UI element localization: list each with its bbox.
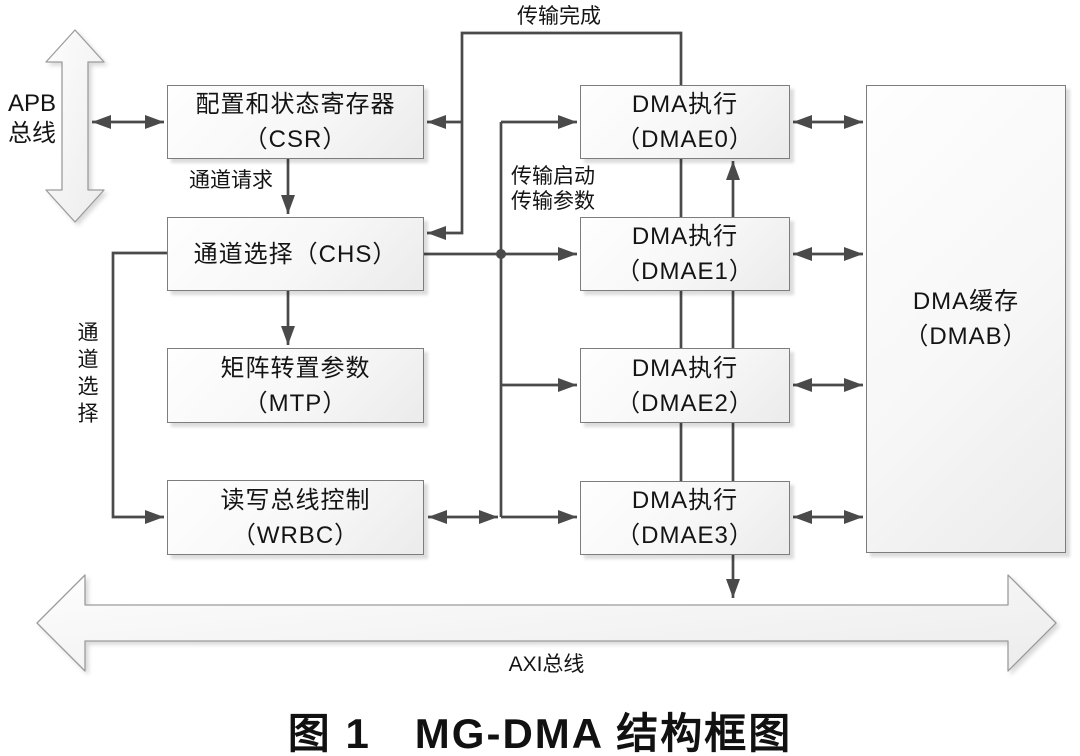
label-channel-select: 通道选择 [75, 321, 98, 429]
apb-bus-arrow [45, 29, 105, 223]
block-wrbc: 读写总线控制 （WRBC） [167, 480, 424, 555]
block-wrbc-line1: 读写总线控制 [220, 486, 371, 514]
label-transfer-start-params: 传输启动 传输参数 [511, 164, 595, 214]
label-transfer-done: 传输完成 [517, 5, 601, 28]
block-mtp: 矩阵转置参数 （MTP） [167, 348, 424, 423]
block-dmae3: DMA执行 （DMAE3） [580, 481, 790, 555]
figure-caption: 图 1 MG-DMA 结构框图 [287, 710, 793, 756]
label-channel-request: 通道请求 [189, 169, 273, 192]
link-dmae-dmab [793, 115, 863, 524]
block-dmae0-line1: DMA执行 [631, 91, 739, 118]
block-dmae3-line2: （DMAE3） [616, 522, 754, 549]
label-axi-bus: AXI总线 [508, 653, 585, 676]
block-dmae1: DMA执行 （DMAE1） [580, 217, 790, 291]
block-dmab-line1: DMA缓存 [912, 288, 1020, 315]
block-dmae2-line2: （DMAE2） [616, 389, 754, 417]
block-dmae0-line2: （DMAE0） [616, 126, 754, 153]
block-chs-line1: 通道选择（CHS） [193, 240, 398, 268]
block-dmae1-line2: （DMAE1） [616, 258, 754, 285]
block-dmae2: DMA执行 （DMAE2） [580, 348, 790, 423]
block-chs: 通道选择（CHS） [167, 217, 424, 291]
block-wrbc-line2: （WRBC） [231, 521, 360, 549]
link-dmae-chain [679, 159, 740, 598]
label-transfer-start: 传输启动 [511, 165, 595, 188]
link-chs-dmae-trunk [424, 115, 577, 517]
block-mtp-line1: 矩阵转置参数 [220, 354, 371, 382]
block-csr: 配置和状态寄存器 （CSR） [167, 85, 424, 159]
block-dmae3-line1: DMA执行 [631, 487, 739, 514]
label-apb-bus-line2: 总线 [8, 120, 56, 147]
label-apb-bus-line1: APB [7, 90, 57, 117]
link-transfer-done [427, 31, 683, 240]
block-csr-line1: 配置和状态寄存器 [195, 91, 396, 118]
link-chs-wrbc [111, 251, 167, 524]
block-csr-line2: （CSR） [243, 126, 348, 153]
label-apb-bus: APB 总线 [2, 89, 62, 149]
block-dmab-line2: （DMAB） [904, 323, 1028, 350]
axi-bus-arrow [36, 574, 1057, 672]
block-dmab: DMA缓存 （DMAB） [866, 85, 1066, 553]
block-dmae1-line1: DMA执行 [631, 223, 739, 250]
label-transfer-params: 传输参数 [511, 190, 595, 213]
block-mtp-line2: （MTP） [243, 389, 348, 417]
block-dmae2-line1: DMA执行 [631, 354, 739, 382]
block-dmae0: DMA执行 （DMAE0） [580, 85, 790, 159]
